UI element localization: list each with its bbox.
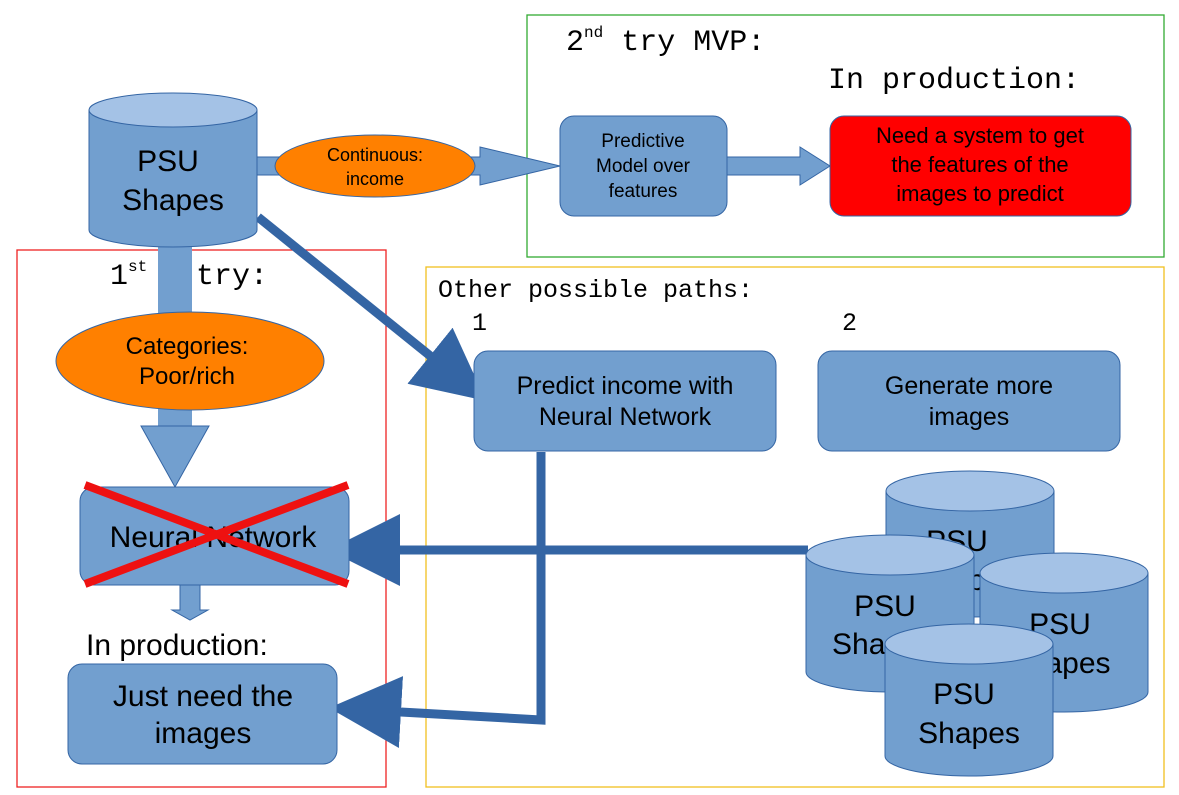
other-paths-frame: [425, 266, 1165, 788]
arrow-predict-to-just-need: [329, 452, 546, 748]
arrow-source-to-predict-income: [255, 213, 487, 401]
predict-income-line2: Neural Network: [539, 403, 712, 431]
stack-front-line1: PSU: [933, 678, 995, 711]
just-need-images-box: Just need the images: [67, 663, 338, 765]
source-cylinder: PSU Shapes: [88, 92, 258, 248]
predictive-line3: features: [609, 181, 678, 202]
continuous-oval-line1: Continuous:: [327, 145, 423, 165]
stack-left-line2: Sha: [832, 628, 886, 661]
generate-images-box: Generate more images: [817, 350, 1121, 452]
categories-line1: Categories:: [126, 333, 249, 360]
source-label-line2: Shapes: [122, 184, 224, 217]
categories-line2: Poor/rich: [139, 363, 235, 390]
continuous-oval-line2: income: [346, 169, 404, 189]
predictive-line1: Predictive: [601, 131, 684, 152]
stack-cylinder-right: PSU apes: [979, 552, 1149, 713]
generate-images-line1: Generate more: [885, 372, 1053, 400]
predict-income-line1: Predict income with: [517, 372, 734, 400]
stack-left-line1: PSU: [854, 590, 916, 623]
rejected-cross: [83, 481, 350, 588]
just-need-line1: Just need the: [113, 680, 293, 713]
other-paths-heading: Other possible paths:: [438, 276, 753, 305]
predict-income-box: Predict income with Neural Network: [473, 350, 777, 452]
continuous-oval: Continuous: income: [274, 134, 476, 198]
arrow-categories-to-nn: [140, 425, 210, 489]
arrow-nn-to-production: [170, 584, 210, 621]
first-try-heading: 1st: [110, 258, 147, 294]
first-try-production-label: In production:: [86, 629, 268, 662]
need-system-box: Need a system to get the features of the…: [829, 115, 1132, 217]
need-line1: Need a system to get: [876, 123, 1084, 148]
second-try-frame: [526, 14, 1165, 258]
need-line2: the features of the: [891, 152, 1068, 177]
first-try-heading-suffix: try:: [196, 260, 268, 294]
categories-oval: Categories: Poor/rich: [55, 311, 325, 411]
path2-number: 2: [842, 309, 857, 338]
stack-front-line2: Shapes: [918, 717, 1020, 750]
just-need-line2: images: [155, 717, 252, 750]
predictive-line2: Model over: [596, 156, 691, 177]
path1-number: 1: [472, 309, 487, 338]
stack-cylinder-front: PSU Shapes: [884, 623, 1054, 777]
source-label-line1: PSU: [137, 145, 199, 178]
arrow-predictive-to-need: [726, 146, 831, 186]
stack-right-line2: apes: [1045, 647, 1110, 680]
second-try-production-label: In production:: [828, 64, 1080, 98]
predictive-model-box: Predictive Model over features: [559, 115, 728, 217]
generate-images-line2: images: [929, 403, 1010, 431]
need-line3: images to predict: [896, 181, 1064, 206]
second-try-heading: 2nd try MVP:: [566, 24, 765, 60]
